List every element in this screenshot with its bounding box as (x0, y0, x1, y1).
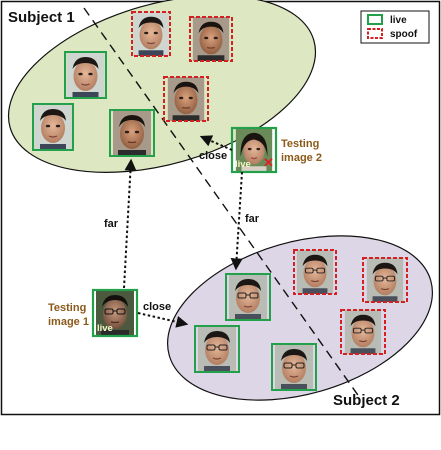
legend: live spoof (360, 10, 430, 44)
subject1-spoof-face-1 (131, 11, 171, 57)
legend-spoof-swatch (367, 28, 383, 39)
subject2-live-face-2 (194, 325, 240, 373)
subject1-spoof-face-3 (163, 76, 209, 122)
close-arrow-top (199, 135, 233, 151)
subject1-label: Subject 1 (8, 9, 75, 26)
subject1-spoof-face-2 (189, 16, 233, 62)
subject2-label: Subject 2 (333, 392, 400, 409)
decision-boundary (83, 7, 361, 399)
testing-image-1: live (91, 288, 139, 338)
legend-live-label: live (390, 15, 407, 26)
close-arrow-bottom (137, 312, 189, 328)
testing2-label-line2: image 2 (281, 152, 322, 164)
subject2-spoof-face-1 (293, 249, 337, 295)
subject2-live-face-3 (271, 343, 317, 391)
far-arrow-left (123, 158, 137, 289)
testing-image-2: live ✕ (230, 126, 278, 174)
far-label-left: far (104, 218, 119, 230)
testing1-label-line2: image 1 (48, 316, 89, 328)
testing2-live-tag: live (235, 159, 251, 170)
subject1-live-face-2 (32, 103, 74, 151)
subject2-spoof-face-3 (340, 309, 386, 355)
legend-spoof-label: spoof (390, 29, 418, 40)
testing1-label-line1: Testing (48, 302, 86, 314)
x-mark-icon: ✕ (263, 155, 274, 170)
close-label-bottom: close (143, 301, 171, 313)
far-arrow-right (230, 171, 243, 271)
close-label-top: close (199, 150, 227, 162)
subject2-live-face-1 (225, 273, 271, 321)
legend-live-swatch (367, 14, 383, 25)
testing2-label-line1: Testing (281, 138, 319, 150)
testing1-live-tag: live (97, 323, 113, 334)
subject1-live-face-1 (64, 51, 107, 99)
subject2-spoof-face-2 (362, 257, 408, 303)
far-label-right: far (245, 213, 260, 225)
subject1-live-face-3 (109, 109, 155, 157)
